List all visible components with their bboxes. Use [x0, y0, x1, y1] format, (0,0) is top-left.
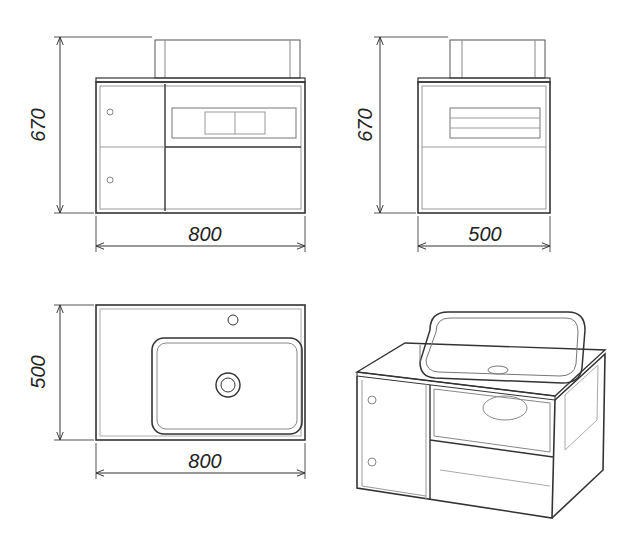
- dimension-label: 500: [28, 353, 48, 390]
- dimension-label: 800: [186, 224, 223, 244]
- dimension-label: 500: [466, 224, 503, 244]
- side-view: [374, 37, 550, 252]
- dimension-label: 670: [355, 106, 375, 143]
- isometric-view: [357, 312, 605, 518]
- dimension-label: 670: [28, 106, 48, 143]
- top-view: [54, 305, 305, 479]
- front-view: [54, 37, 305, 252]
- dimension-label: 800: [186, 451, 223, 471]
